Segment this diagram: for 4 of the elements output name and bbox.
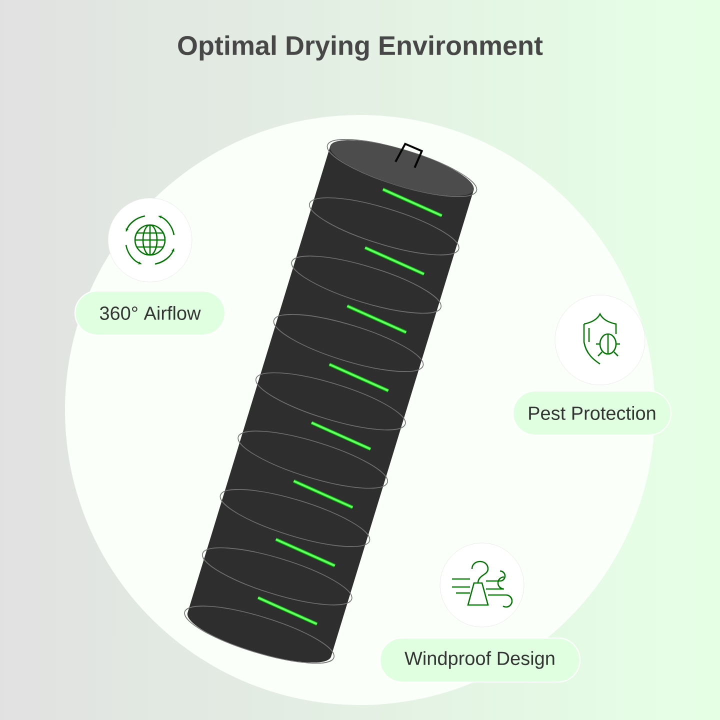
title: Optimal Drying Environment — [178, 35, 543, 61]
feature-label: Pest Protection — [512, 390, 672, 436]
feature-label: Windproof Design — [380, 638, 580, 682]
feature-label: 360° Airflow — [74, 290, 226, 336]
